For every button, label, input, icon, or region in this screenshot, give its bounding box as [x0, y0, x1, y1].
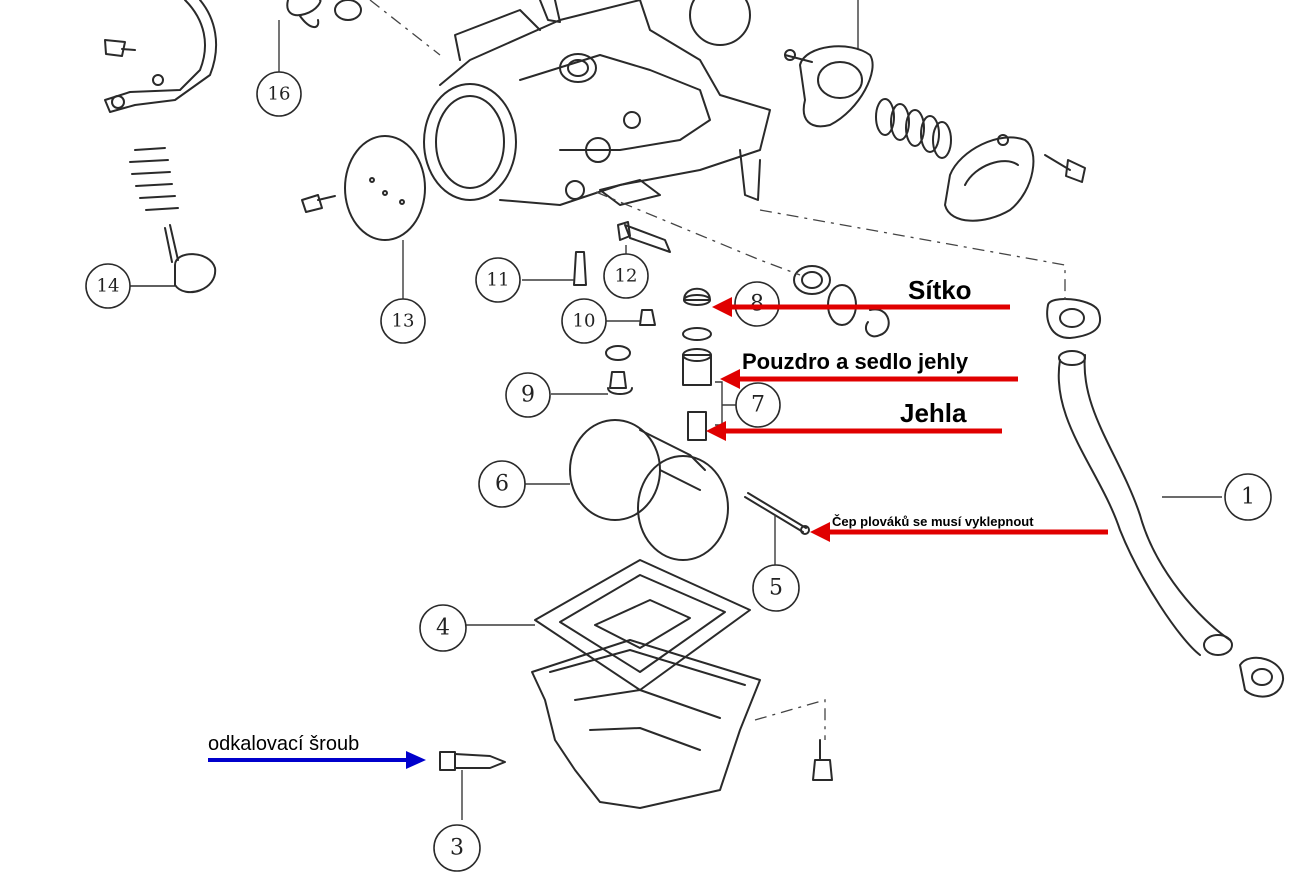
part-8-filter — [683, 287, 711, 306]
part-13-diaphragm-plate — [301, 135, 426, 300]
callout-16: 16 — [256, 71, 302, 117]
callout-label: 16 — [268, 84, 291, 105]
callout-label: 4 — [436, 616, 450, 641]
callout-7: 7 — [735, 382, 781, 428]
callout-label: 7 — [751, 393, 765, 418]
callout-14: 14 — [85, 263, 175, 309]
arrow-sroub — [208, 751, 426, 769]
callout-label: 14 — [97, 276, 120, 297]
annotation-jehla: Jehla — [900, 398, 967, 428]
annotation-sroub: odkalovací šroub — [208, 733, 359, 755]
part-16-hardware — [278, 0, 362, 75]
callout-10: 10 — [561, 298, 607, 344]
part-4-gasket — [466, 559, 751, 691]
callout-label: 5 — [769, 576, 783, 601]
callout-6: 6 — [478, 460, 526, 508]
callout-label: 6 — [495, 472, 509, 497]
part-9-main-jet — [551, 345, 633, 395]
callout-label: 12 — [615, 266, 638, 287]
spring-top-right-part — [875, 98, 952, 159]
annotation-cep: Čep plováků se musí vyklepnout — [832, 514, 1034, 529]
centerlines — [369, 0, 1066, 300]
callout-12: 12 — [603, 253, 649, 299]
part-6-floats — [525, 419, 729, 561]
callout-label: 1 — [1241, 485, 1255, 510]
diaphragm-cover-part — [784, 0, 874, 128]
annotation-pouzdro: Pouzdro a sedlo jehly — [742, 349, 969, 374]
callout-label: 13 — [392, 311, 415, 332]
annotation-sitko: Sítko — [908, 275, 972, 305]
callout-11: 11 — [475, 257, 521, 303]
float-bowl-part — [531, 639, 833, 809]
carburetor-body-part — [423, 0, 771, 206]
callout-label: 3 — [450, 836, 464, 861]
callout-8: 8 — [734, 281, 780, 327]
clip-parts — [793, 265, 890, 338]
part-10-jet — [606, 309, 656, 326]
arrow-cep — [810, 522, 1108, 542]
callout-label: 11 — [487, 270, 510, 291]
arrow-jehla — [706, 421, 1002, 441]
bracket-arm-part — [104, 0, 217, 113]
top-cap-part — [944, 134, 1086, 222]
callout-label: 8 — [750, 292, 764, 317]
part-5-float-pin — [744, 492, 810, 565]
callout-label: 9 — [521, 383, 535, 408]
part-3-drain-screw — [439, 751, 506, 820]
part-14-screw-spring — [129, 147, 217, 294]
callout-3: 3 — [433, 824, 481, 872]
part-11-jet — [522, 251, 587, 286]
callout-5: 5 — [752, 564, 800, 612]
callout-4: 4 — [419, 604, 467, 652]
arrow-sitko — [712, 297, 1010, 317]
callout-1: 1 — [1224, 473, 1272, 521]
callout-label: 10 — [573, 311, 596, 332]
callout-13: 13 — [380, 298, 426, 344]
callout-9: 9 — [505, 372, 551, 418]
arrow-pouzdro — [720, 369, 1018, 389]
part-1-hose — [1046, 298, 1285, 698]
